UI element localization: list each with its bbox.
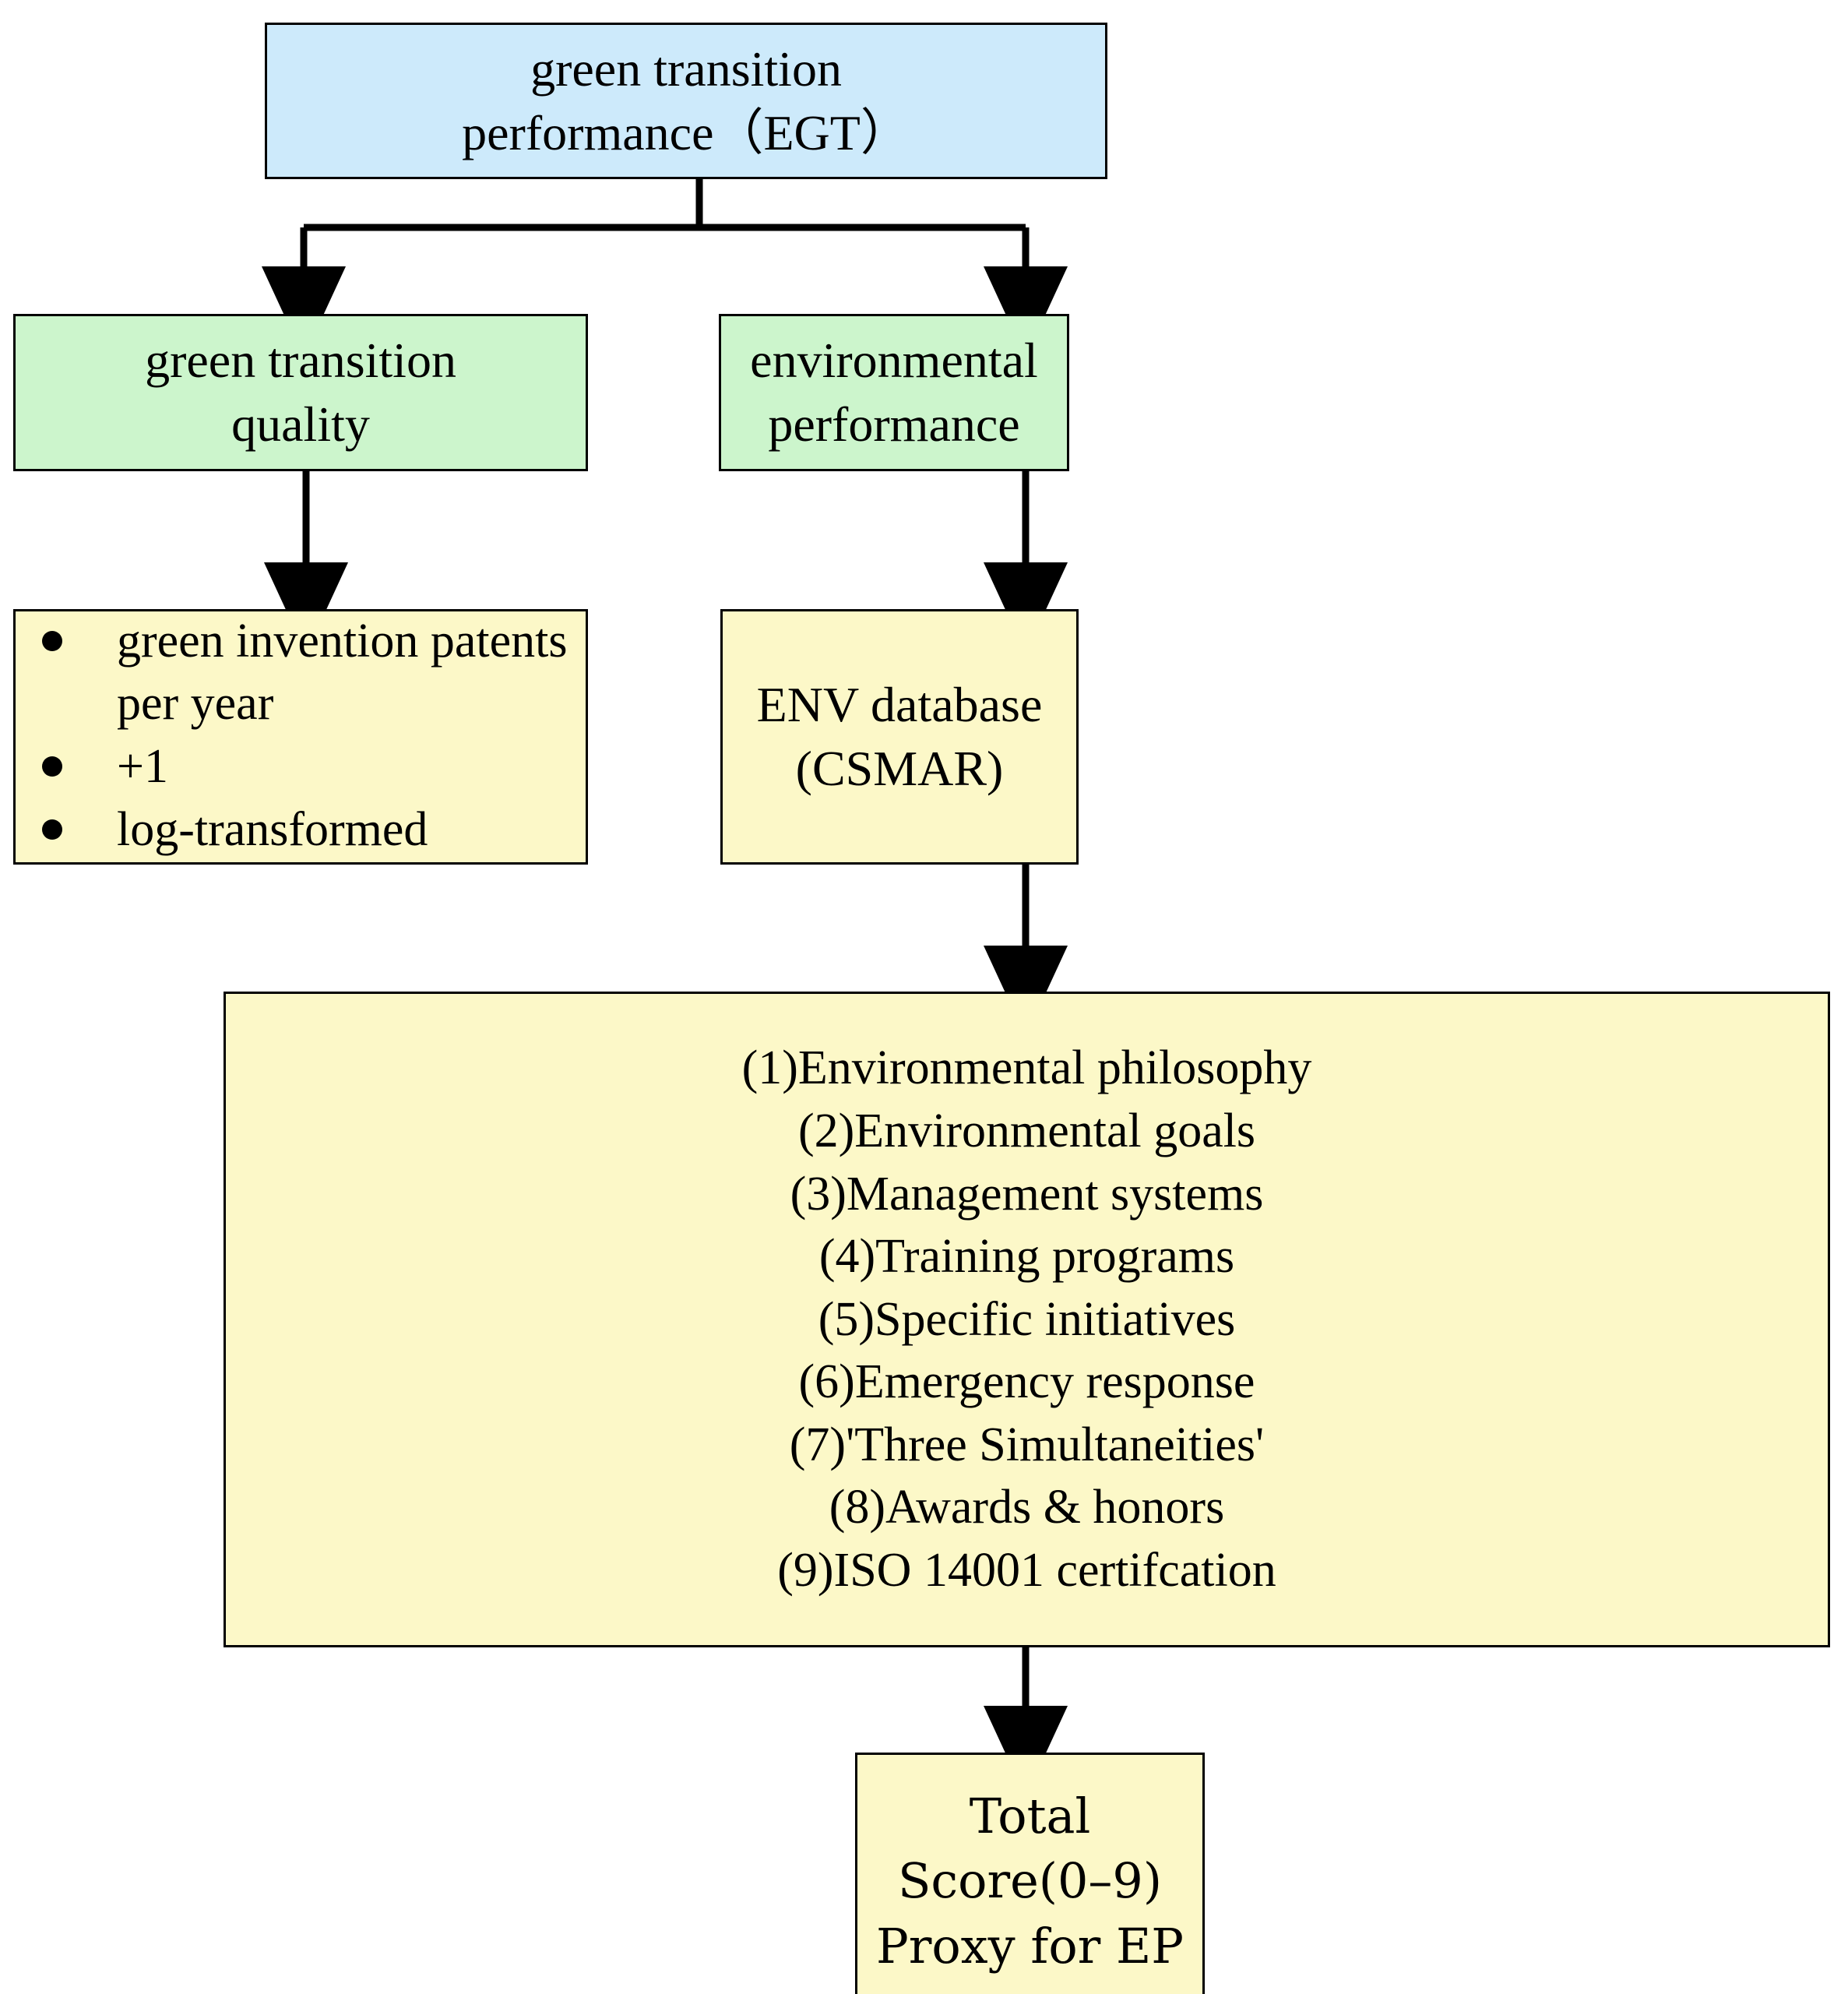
- node-egt-line-1: green transition: [530, 41, 842, 97]
- list-item: +1: [36, 736, 572, 798]
- bullet-dot-icon: [42, 756, 62, 777]
- dimension-item-8: (8)Awards & honors: [829, 1481, 1225, 1534]
- edge-egt-to-branches: [262, 179, 1068, 358]
- node-env-database[interactable]: ENV database (CSMAR): [720, 609, 1079, 865]
- node-quality-line-2: quality: [231, 396, 370, 452]
- bullet-text: +1: [117, 740, 168, 793]
- dimension-item-1: (1)Environmental philosophy: [741, 1041, 1312, 1095]
- dimension-item-3: (3)Management systems: [790, 1167, 1264, 1221]
- bullet-dot-icon: [42, 819, 62, 840]
- dimension-item-4: (4)Training programs: [818, 1230, 1235, 1284]
- node-green-transition-performance[interactable]: green transition performance（EGT）: [265, 23, 1107, 179]
- node-environmental-dimensions[interactable]: (1)Environmental philosophy (2)Environme…: [224, 992, 1830, 1647]
- node-total-line-3: Proxy for EP: [876, 1917, 1184, 1975]
- node-envdb-line-2: (CSMAR): [795, 741, 1004, 796]
- bullet-dot-icon: [42, 631, 62, 652]
- node-total-line-2: Score(0–9): [897, 1852, 1163, 1910]
- dimension-item-9: (9)ISO 14001 certifcation: [777, 1544, 1276, 1598]
- node-green-invention-patents[interactable]: green invention patents per year +1 log-…: [13, 609, 588, 865]
- node-total-score[interactable]: Total Score(0–9) Proxy for EP: [855, 1753, 1205, 1994]
- node-green-transition-quality[interactable]: green transition quality: [13, 314, 588, 471]
- dimension-item-6: (6)Emergency response: [798, 1355, 1255, 1409]
- patent-bullet-list: green invention patents per year +1 log-…: [16, 611, 586, 862]
- dimension-item-7: (7)'Three Simultaneities': [789, 1418, 1265, 1471]
- bullet-text: green invention patents per year: [117, 615, 568, 730]
- bullet-text: log-transformed: [117, 803, 428, 857]
- dimension-item-5: (5)Specific initiatives: [818, 1292, 1236, 1346]
- node-environmental-performance[interactable]: environmental performance: [719, 314, 1069, 471]
- node-egt-line-2: performance（EGT）: [462, 104, 910, 160]
- node-quality-line-1: green transition: [145, 333, 456, 389]
- list-item: log-transformed: [36, 799, 572, 861]
- node-envdb-line-1: ENV database: [756, 677, 1043, 733]
- dimension-item-2: (2)Environmental goals: [797, 1104, 1256, 1157]
- node-total-line-1: Total: [969, 1788, 1091, 1845]
- node-envperf-line-1: environmental: [750, 333, 1038, 389]
- list-item: green invention patents per year: [36, 611, 572, 735]
- node-envperf-line-2: performance: [768, 396, 1020, 452]
